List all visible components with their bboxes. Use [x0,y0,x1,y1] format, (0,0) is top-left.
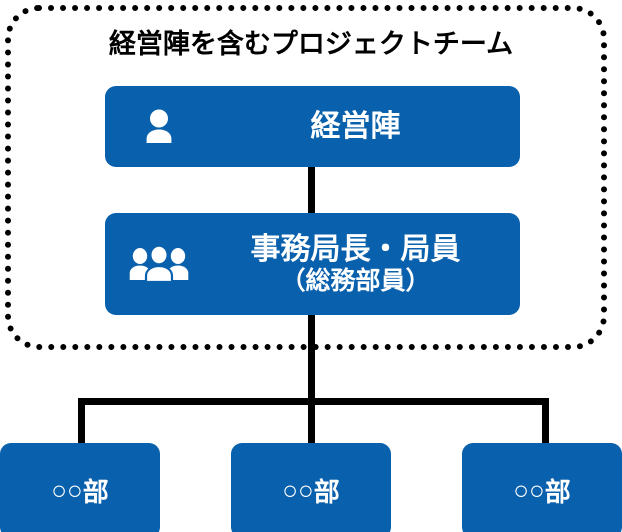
department-2-circles: ○○ [282,475,314,505]
department-2-label: 部 [313,477,340,507]
connector-executives-to-secretariat [308,160,315,220]
node-department-1-text: ○○部 [51,472,108,509]
node-secretariat-text: 事務局長・局員 （総務部員） [105,232,520,297]
project-team-group-border [5,5,607,350]
connector-secretariat-to-departments [308,308,315,402]
node-executives[interactable]: 経営陣 [105,86,520,167]
department-3-label: 部 [544,477,571,507]
department-3-circles: ○○ [513,475,545,505]
department-1-label: 部 [82,477,109,507]
node-secretariat[interactable]: 事務局長・局員 （総務部員） [105,213,520,315]
connector-drop-dept-3 [542,398,549,448]
node-department-2[interactable]: ○○部 [231,443,391,532]
connector-drop-dept-2 [308,398,315,448]
node-secretariat-sublabel: （総務部員） [280,266,431,295]
node-department-3-text: ○○部 [513,472,570,509]
node-department-2-text: ○○部 [282,472,339,509]
connector-drop-dept-1 [78,398,85,448]
node-department-1[interactable]: ○○部 [0,443,160,532]
node-executives-text: 経営陣 [105,109,520,144]
node-department-3[interactable]: ○○部 [462,443,622,532]
group-title: 経営陣を含むプロジェクトチーム [108,29,514,59]
group-people-icon [105,213,213,315]
node-secretariat-label: 事務局長・局員 [250,232,461,266]
department-1-circles: ○○ [51,475,83,505]
single-person-icon [105,86,213,167]
node-executives-label: 経営陣 [310,109,401,143]
